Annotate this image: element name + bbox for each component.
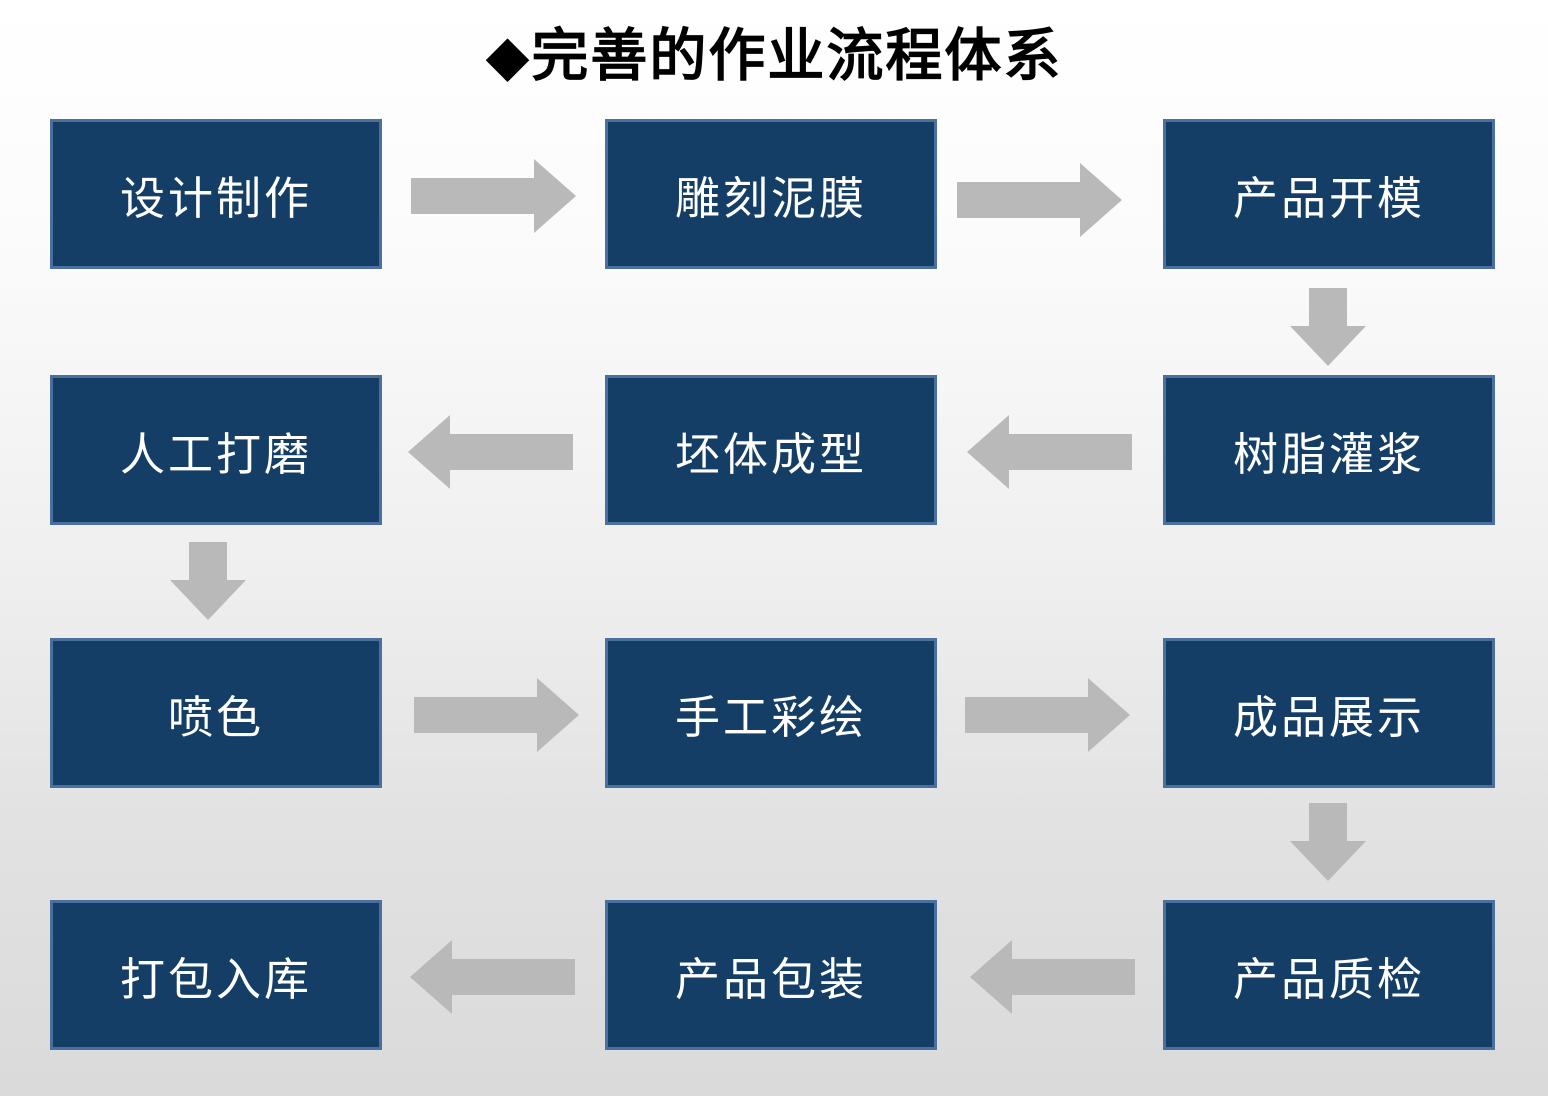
page-title: ◆完善的作业流程体系: [485, 25, 1063, 88]
flow-box-pack-warehouse: 打包入库: [50, 900, 382, 1050]
arrow-down-icon: [170, 542, 246, 620]
flow-box-design: 设计制作: [50, 119, 382, 269]
flow-box-mold-making: 产品开模: [1163, 119, 1495, 269]
flow-box-quality-check: 产品质检: [1163, 900, 1495, 1050]
arrow-right-icon: [411, 146, 576, 246]
arrow-down-icon: [1290, 803, 1366, 881]
flow-box-spray-color: 喷色: [50, 638, 382, 788]
flow-box-resin-casting: 树脂灌浆: [1163, 375, 1495, 525]
flow-box-blank-forming: 坯体成型: [605, 375, 937, 525]
arrow-right-icon: [414, 665, 579, 765]
arrow-left-icon: [408, 402, 573, 502]
arrow-down-icon: [1290, 288, 1366, 366]
arrow-right-icon: [957, 150, 1122, 250]
arrow-right-icon: [965, 665, 1130, 765]
flow-box-finished-display: 成品展示: [1163, 638, 1495, 788]
arrow-left-icon: [967, 402, 1132, 502]
flow-box-hand-polish: 人工打磨: [50, 375, 382, 525]
flow-box-hand-painting: 手工彩绘: [605, 638, 937, 788]
flow-box-clay-sculpt: 雕刻泥膜: [605, 119, 937, 269]
arrow-left-icon: [410, 927, 575, 1027]
arrow-left-icon: [970, 927, 1135, 1027]
flow-box-product-packing: 产品包装: [605, 900, 937, 1050]
